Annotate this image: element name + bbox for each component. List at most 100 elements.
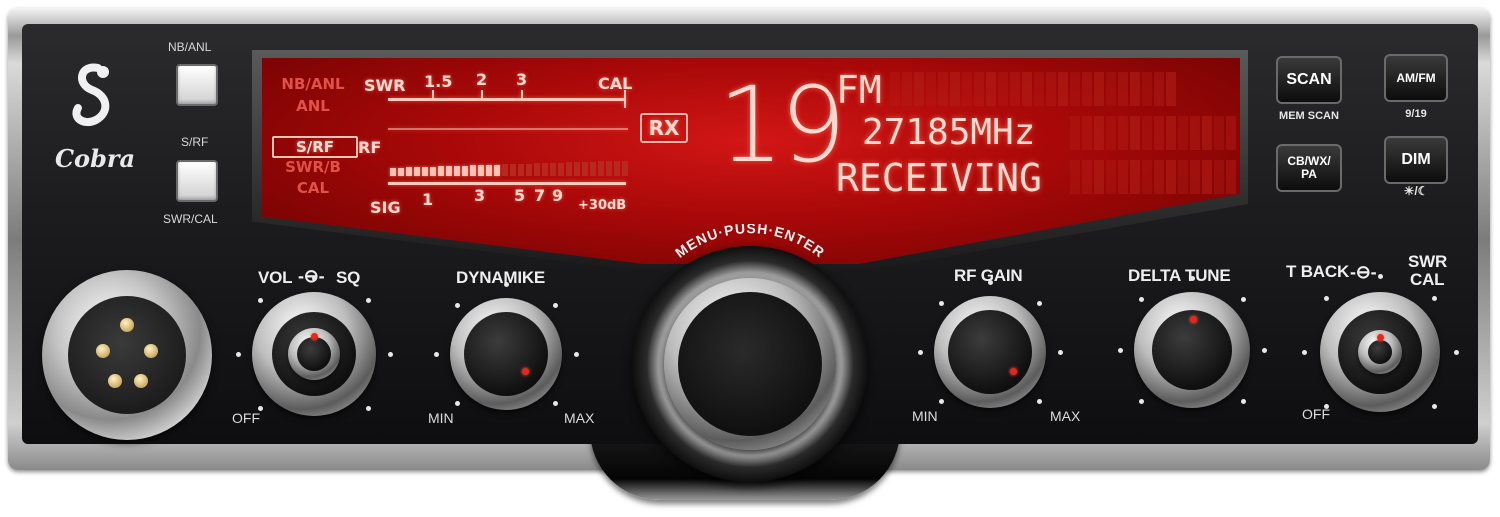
dim-button[interactable]: DIM	[1384, 136, 1448, 184]
sig-tick-9: 9	[552, 186, 564, 205]
swr-tick-1-5: 1.5	[424, 72, 453, 91]
knob-cap	[1368, 340, 1392, 364]
dial-dot	[454, 302, 460, 308]
dial-dot	[1262, 348, 1267, 353]
signal-bar-segment	[494, 165, 500, 176]
dot-matrix-cell	[1082, 116, 1092, 150]
am-fm-button[interactable]: AM/FM	[1384, 54, 1448, 102]
dot-matrix-cell	[890, 72, 900, 106]
menu-push-enter-knob[interactable]	[632, 246, 868, 482]
signal-bar-segment	[470, 165, 476, 176]
dot-matrix-cell	[974, 72, 984, 106]
dot-matrix-cell	[1202, 116, 1212, 150]
swr-label: SWR	[1408, 252, 1448, 271]
signal-bar-segment	[574, 162, 580, 176]
knob-cap	[948, 310, 1032, 394]
nb-anl-button[interactable]	[176, 64, 218, 106]
dot-matrix-cell	[1106, 160, 1116, 194]
signal-bar-segment	[390, 168, 396, 176]
dot-matrix-cell	[1154, 116, 1164, 150]
dial-dot	[1378, 274, 1383, 279]
swr-tick-3: 3	[516, 70, 528, 89]
signal-bar-segment	[430, 167, 436, 176]
dot-matrix-cell	[1070, 72, 1080, 106]
dot-matrix-cell	[1166, 160, 1176, 194]
dial-dot	[918, 350, 923, 355]
sig-scale-label: SIG	[370, 198, 401, 217]
signal-bar-segment	[598, 161, 604, 176]
nine-nineteen-label: 9/19	[1405, 108, 1427, 120]
cal-label: CAL	[1410, 270, 1445, 289]
dot-matrix-cell	[1070, 160, 1080, 194]
dot-matrix-cell	[1046, 72, 1056, 106]
knob-indicator	[522, 368, 529, 375]
nb-anl-label: NB/ANL	[168, 40, 212, 54]
menu-knob-ring[interactable]	[664, 278, 836, 450]
dial-dot	[454, 401, 460, 407]
vol-sq-knob[interactable]	[252, 292, 376, 416]
connector-pin	[144, 344, 158, 358]
swr-tick-mark	[521, 90, 523, 100]
scan-button[interactable]: SCAN	[1276, 56, 1342, 104]
s-rf-swr-cal-button[interactable]	[176, 160, 218, 202]
sig-tick-3: 3	[474, 186, 486, 205]
cobra-snake-icon	[72, 63, 110, 127]
rf-gain-label: RF GAIN	[954, 266, 1023, 285]
dot-matrix-cell	[1190, 160, 1200, 194]
dial-dot	[312, 276, 317, 281]
channel-number: 19	[718, 64, 846, 186]
dot-matrix-cell	[914, 72, 924, 106]
signal-bar-segment	[566, 162, 572, 176]
knob-cap	[297, 337, 331, 371]
dot-matrix-cell	[1202, 160, 1212, 194]
dial-dot	[1302, 350, 1307, 355]
dot-matrix-cell	[1130, 72, 1140, 106]
dot-matrix-cell	[1118, 160, 1128, 194]
rf-gain-max-label: MAX	[1050, 408, 1081, 424]
signal-bar-segment	[542, 163, 548, 176]
connector-pin	[134, 374, 148, 388]
frequency-readout: 27185MHz	[862, 112, 1036, 153]
signal-bar-segment	[534, 163, 540, 176]
dynamike-knob[interactable]	[450, 298, 562, 410]
vol-label: VOL	[258, 268, 293, 287]
rf-gain-knob[interactable]	[934, 296, 1046, 408]
signal-bar-segment	[478, 165, 484, 176]
cobra-logo: Cobra	[40, 60, 150, 180]
vol-inner-knob[interactable]	[288, 328, 340, 380]
swr-tick-mark	[432, 90, 434, 100]
am-label: AM	[1396, 70, 1415, 85]
dot-matrix-cell	[1130, 116, 1140, 150]
mode-readout: FM	[836, 68, 882, 112]
dot-matrix-cell	[1142, 116, 1152, 150]
dot-matrix-cell	[1070, 116, 1080, 150]
dial-dot	[365, 405, 371, 411]
dial-dot	[938, 300, 944, 306]
dial-dot	[1324, 403, 1330, 409]
dial-dot	[1324, 296, 1330, 302]
connector-socket	[68, 296, 186, 414]
dot-matrix-cell	[1166, 116, 1176, 150]
signal-bar-segment	[622, 161, 628, 176]
signal-bar-segment	[582, 162, 588, 176]
display-label-cal: CAL	[296, 179, 330, 197]
tback-inner-knob[interactable]	[1358, 330, 1402, 374]
tback-swr-cal-knob[interactable]	[1320, 292, 1440, 412]
knob-cap	[464, 312, 548, 396]
signal-bar-segment	[606, 161, 612, 176]
display-label-nb-anl: NB/ANL	[281, 75, 345, 93]
signal-bar-segment	[486, 165, 492, 176]
dot-matrix-cell	[986, 72, 996, 106]
cb-wx-pa-button[interactable]: CB/WX/ PA	[1276, 144, 1342, 192]
signal-bar-segment	[462, 166, 468, 176]
dial-dot	[1240, 398, 1246, 404]
dial-dot	[1037, 300, 1043, 306]
delta-tune-knob[interactable]	[1134, 292, 1250, 408]
signal-bar-segment	[414, 167, 420, 176]
display-label-s-rf: S/RF	[272, 136, 358, 158]
dial-dot	[1190, 276, 1195, 281]
dot-matrix-cell	[1178, 160, 1188, 194]
dial-dot	[553, 302, 559, 308]
rf-gain-min-label: MIN	[912, 408, 938, 424]
knob-indicator	[1010, 368, 1017, 375]
